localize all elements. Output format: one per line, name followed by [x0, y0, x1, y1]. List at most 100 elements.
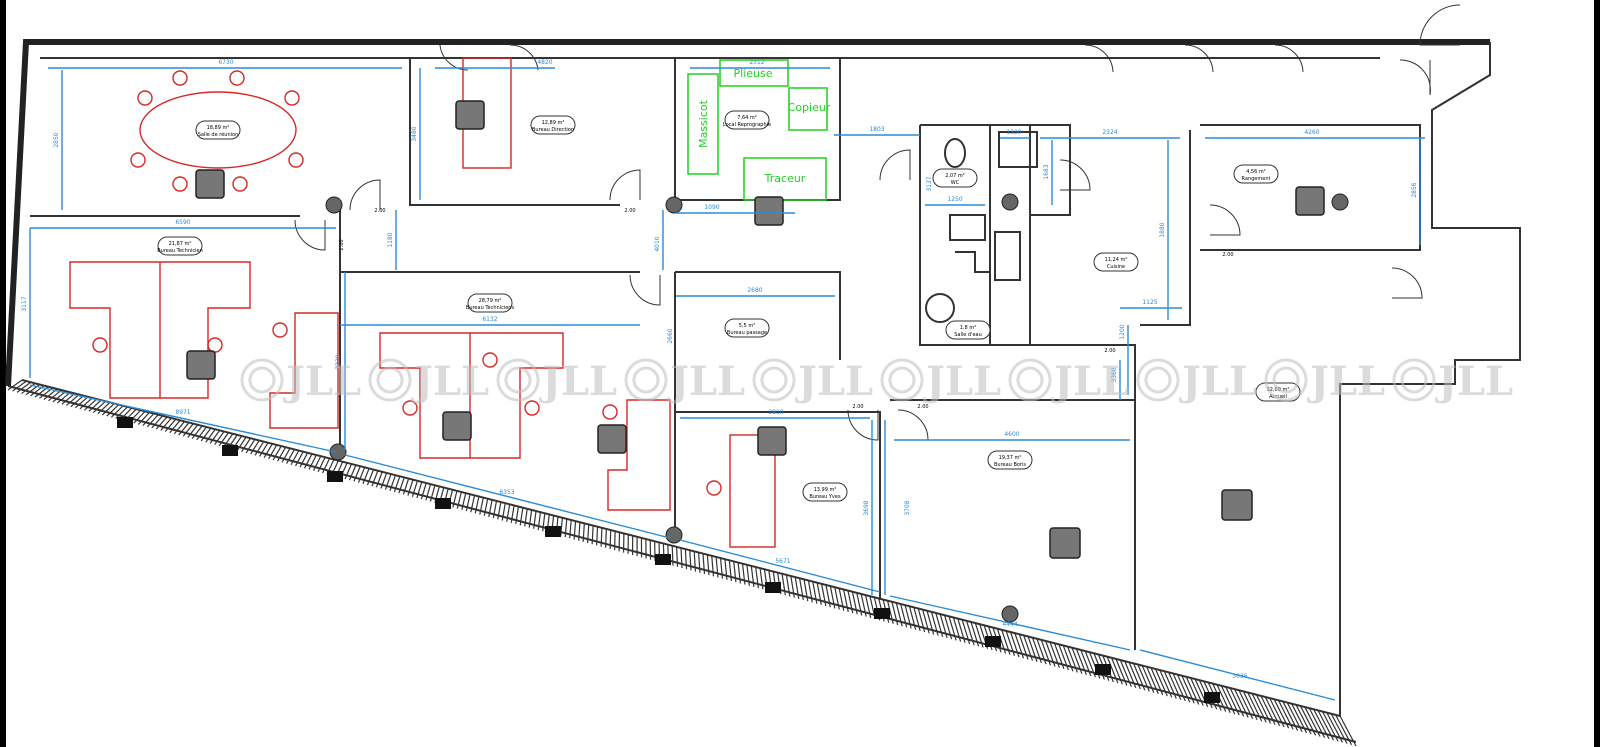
chair [172, 70, 188, 86]
room-area: 11,24 m² [1105, 257, 1128, 263]
window-pier [655, 554, 671, 565]
chair [706, 480, 722, 496]
dimension-values: 6730 4820 2850 3480 2312 1803 1320 2324 … [21, 59, 1418, 680]
dim-5671: 5671 [775, 558, 790, 565]
dim-3480: 3480 [411, 126, 418, 141]
watermark-text: JLL [539, 358, 617, 405]
window-pier [222, 445, 238, 456]
reprography-equipment: Massicot Plieuse Copieur Traceur [687, 59, 831, 201]
dim-1250: 1250 [947, 196, 962, 203]
dim-3117: 3117 [21, 296, 28, 311]
chair [602, 404, 618, 420]
window-pier [765, 582, 781, 593]
chair [92, 337, 108, 353]
plieuse-outline [719, 59, 789, 87]
svg-text:2.00: 2.00 [374, 208, 385, 214]
dim-2810: 2810 [768, 409, 783, 416]
dim-6132: 6132 [482, 316, 497, 323]
room-name: Bureau Technicien [157, 248, 203, 254]
copieur-outline [788, 87, 828, 131]
dim-3036: 3036 [1232, 673, 1247, 680]
window-pier [985, 636, 1001, 647]
traceur-label: Traceur [764, 172, 806, 185]
room-name: WC [951, 180, 960, 186]
dim-3708: 3708 [904, 500, 911, 515]
dim-4600: 4600 [1004, 431, 1019, 438]
chair [402, 400, 418, 416]
dim-6730: 6730 [218, 59, 233, 66]
room-name: Bureau Direction [532, 127, 574, 133]
facade-edge-outer [7, 385, 1357, 743]
dim-1200: 1200 [1119, 324, 1126, 339]
watermark-text: JLL [1307, 358, 1385, 405]
room-area: 28,79 m² [479, 298, 502, 304]
room-area: 1,8 m² [960, 325, 976, 331]
dim-1880: 1880 [1159, 222, 1166, 237]
room-area: 21,87 m² [169, 241, 192, 247]
dim-1125: 1125 [1142, 299, 1157, 306]
room-name: Rangement [1242, 176, 1271, 182]
traceur-outline [743, 157, 827, 201]
chair [137, 90, 153, 106]
svg-text:2.00: 2.00 [852, 404, 863, 410]
massicot-outline [687, 73, 719, 175]
dim-2330: 2330 [335, 354, 342, 369]
left-frame-bar [0, 0, 6, 747]
dim-4444: 4444 [1002, 621, 1017, 628]
watermark-text: JLL [283, 358, 361, 405]
dim-2324: 2324 [1102, 129, 1117, 136]
dim-1180: 1180 [387, 232, 394, 247]
dim-1803: 1803 [869, 126, 884, 133]
dim-3698: 3698 [863, 500, 870, 515]
dim-3360: 3360 [1111, 367, 1118, 382]
watermark-text: JLL [1435, 358, 1513, 405]
watermark-text: JLL [795, 358, 873, 405]
room-area: 19,37 m² [999, 455, 1022, 461]
desk-technicien-right [269, 312, 339, 429]
doors [294, 4, 1461, 441]
window-pier [117, 417, 133, 428]
massicot-label: Massicot [697, 99, 710, 148]
room-name: Bureau passage [727, 330, 767, 336]
dim-1090: 1090 [704, 204, 719, 211]
watermark-text: JLL [923, 358, 1001, 405]
chair [284, 90, 300, 106]
exterior-wall-north [5, 39, 1490, 387]
svg-text:2.00: 2.00 [339, 239, 345, 250]
dim-1683: 1683 [1043, 164, 1050, 179]
room-area: 5,5 m² [739, 323, 755, 329]
dim-1320: 1320 [1006, 129, 1021, 136]
dim-2856: 2856 [1411, 182, 1418, 197]
dim-4260: 4260 [1304, 129, 1319, 136]
dim-2850: 2850 [53, 132, 60, 147]
door-heights: 2.00 2.00 2.00 2.00 2.00 2.00 2.00 [339, 208, 1234, 410]
interior-walls [30, 58, 1421, 650]
chair [172, 176, 188, 192]
chair [232, 176, 248, 192]
room-name: Local Reprographie [723, 122, 771, 128]
svg-text:2.00: 2.00 [917, 404, 928, 410]
dim-8971: 8971 [175, 409, 190, 416]
room-name: Cuisine [1107, 264, 1125, 270]
dim-6590: 6590 [175, 219, 190, 226]
room-name: Salle de réunion [198, 131, 239, 138]
dim-4010: 4010 [654, 236, 661, 251]
workstations [186, 100, 1325, 559]
watermark-text: JLL [1179, 358, 1257, 405]
svg-text:2.00: 2.00 [1104, 348, 1115, 354]
room-area: 12,89 m² [542, 120, 565, 126]
room-area: 2,07 m² [945, 173, 965, 179]
dim-2680: 2680 [747, 287, 762, 294]
dimension-lines [29, 67, 1425, 701]
furniture-layout [69, 57, 776, 548]
facade-windows [117, 417, 1220, 703]
room-area: 4,56 m² [1246, 169, 1266, 175]
